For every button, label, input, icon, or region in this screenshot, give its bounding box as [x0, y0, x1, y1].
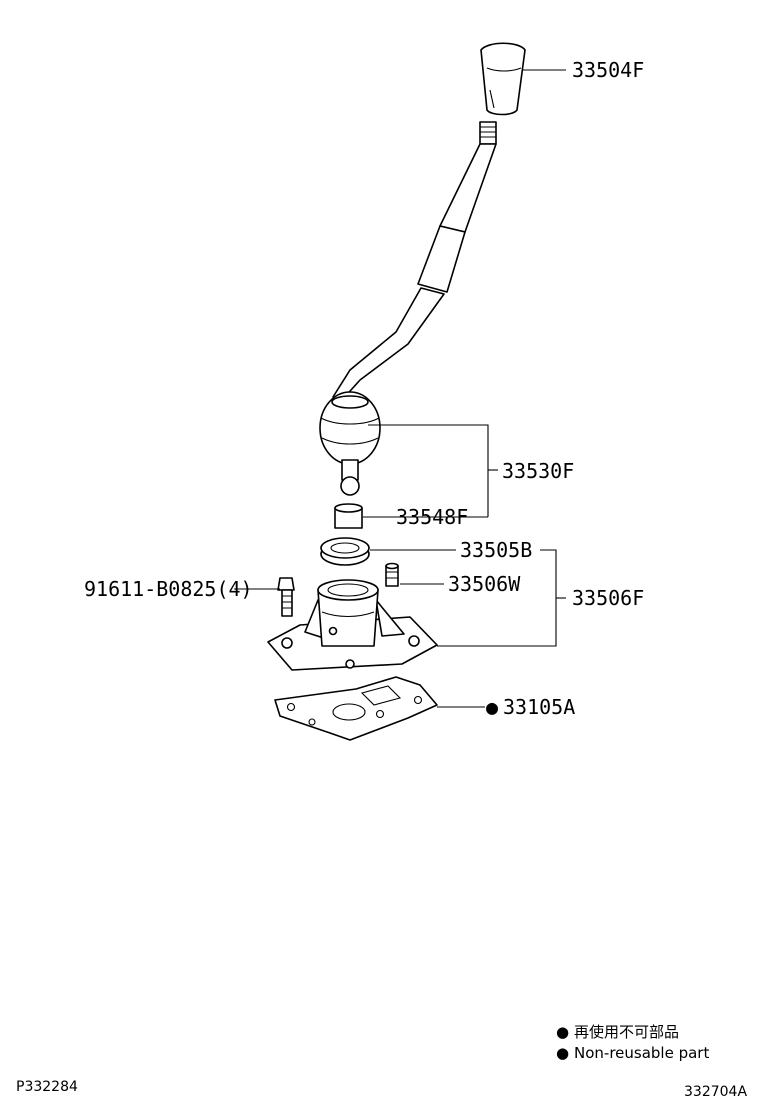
label-pin: 33506W	[448, 572, 521, 596]
label-gasket: 33105A	[503, 695, 575, 719]
page-code-right: 332704A	[684, 1084, 747, 1100]
gasket	[274, 676, 438, 741]
label-bushing: 33548F	[396, 505, 468, 529]
legend-label-jp: 再使用不可部品	[574, 1023, 679, 1041]
legend: ● 再使用不可部品 ● Non-reusable part	[556, 1023, 709, 1062]
label-bolt: 91611-B0825(4)	[84, 577, 253, 601]
legend-marker-jp: ●	[556, 1023, 569, 1041]
shift-seat	[320, 537, 370, 566]
label-seat: 33505B	[460, 538, 532, 562]
retainer-pin	[385, 562, 399, 587]
page-code-left: P332284	[16, 1079, 78, 1095]
label-retainer-assy: 33506F	[572, 586, 644, 610]
gasket-nonreusable-marker: ●	[486, 695, 498, 719]
legend-label-en: Non-reusable part	[574, 1044, 709, 1062]
legend-marker-en: ●	[556, 1044, 569, 1062]
shift-lever	[319, 121, 497, 496]
lever-retainer	[267, 579, 438, 671]
shift-knob	[480, 42, 526, 116]
label-lever: 33530F	[502, 459, 574, 483]
leader-lines	[234, 69, 566, 708]
label-knob: 33504F	[572, 58, 644, 82]
flange-bolt	[277, 577, 295, 617]
bushing	[334, 503, 363, 529]
